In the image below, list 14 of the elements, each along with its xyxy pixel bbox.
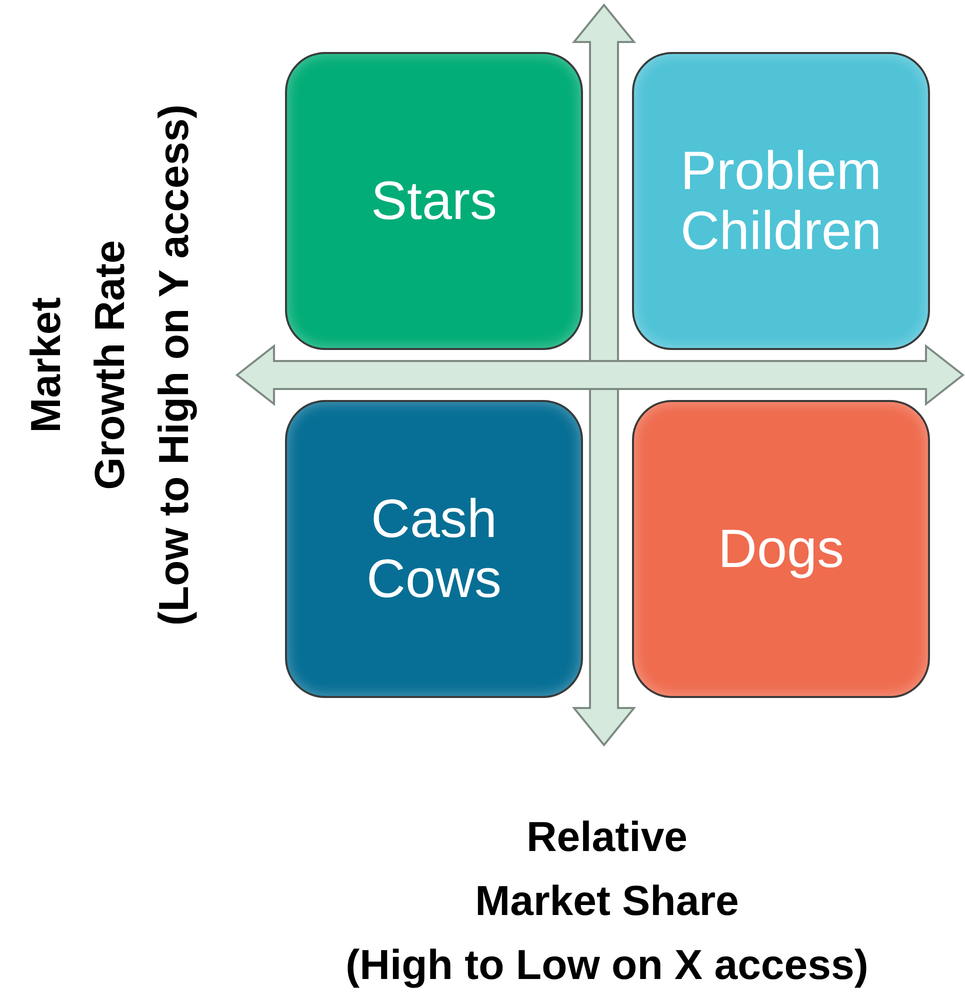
quadrant-label: Problem Children: [679, 140, 883, 262]
quadrant-box: [285, 400, 583, 698]
y-axis-title: Growth Rate: [85, 240, 134, 490]
quadrant-box: [285, 52, 583, 350]
quadrant-label: Dogs: [716, 518, 846, 580]
x-axis-title: (High to Low on X access): [346, 940, 868, 990]
quadrant-box: [632, 400, 930, 698]
y-axis-title: Market: [21, 297, 70, 433]
x-axis-title: Relative: [526, 812, 688, 862]
quadrant-label: Cash Cows: [365, 488, 503, 610]
quadrant-box: [632, 52, 930, 350]
y-axis-title: (Low to High on Y access): [149, 104, 198, 626]
quadrant-label: Stars: [370, 170, 498, 232]
x-axis-title: Market Share: [475, 876, 739, 926]
